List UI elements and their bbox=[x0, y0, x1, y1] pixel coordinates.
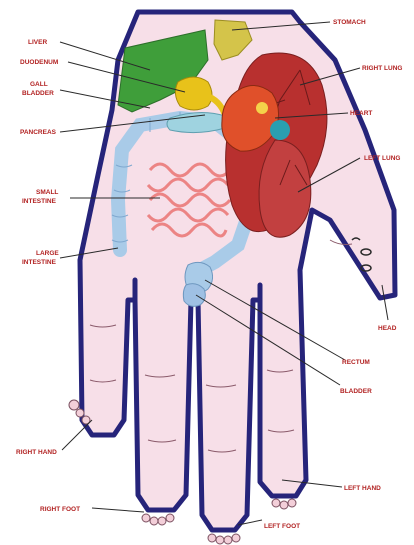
label-bladder: BLADDER bbox=[340, 388, 372, 395]
label-left-hand: LEFT HAND bbox=[344, 485, 381, 492]
label-heart: HEART bbox=[350, 110, 372, 117]
label-small-intestine-line1: SMALL bbox=[36, 189, 58, 196]
bladder bbox=[183, 284, 205, 307]
label-pancreas: PANCREAS bbox=[20, 129, 57, 136]
label-right-hand: RIGHT HAND bbox=[16, 449, 57, 456]
label-small-intestine-line2: INTESTINE bbox=[22, 198, 57, 205]
label-gall-bladder-line2: BLADDER bbox=[22, 90, 54, 97]
label-duodenum: DUODENUM bbox=[20, 59, 58, 66]
heart-chamber bbox=[256, 102, 268, 114]
label-left-foot: LEFT FOOT bbox=[264, 523, 300, 530]
label-rectum: RECTUM bbox=[342, 359, 370, 366]
label-head: HEAD bbox=[378, 325, 397, 332]
label-liver: LIVER bbox=[28, 39, 47, 46]
label-gall-bladder-line1: GALL bbox=[30, 81, 48, 88]
label-right-foot: RIGHT FOOT bbox=[40, 506, 80, 513]
label-stomach: STOMACH bbox=[333, 19, 366, 26]
label-right-lung: RIGHT LUNG bbox=[362, 65, 402, 72]
label-large-intestine-line2: INTESTINE bbox=[22, 259, 57, 266]
label-large-intestine-line1: LARGE bbox=[36, 250, 59, 257]
label-left-lung: LEFT LUNG bbox=[364, 155, 400, 162]
heart-chamber bbox=[270, 120, 290, 140]
